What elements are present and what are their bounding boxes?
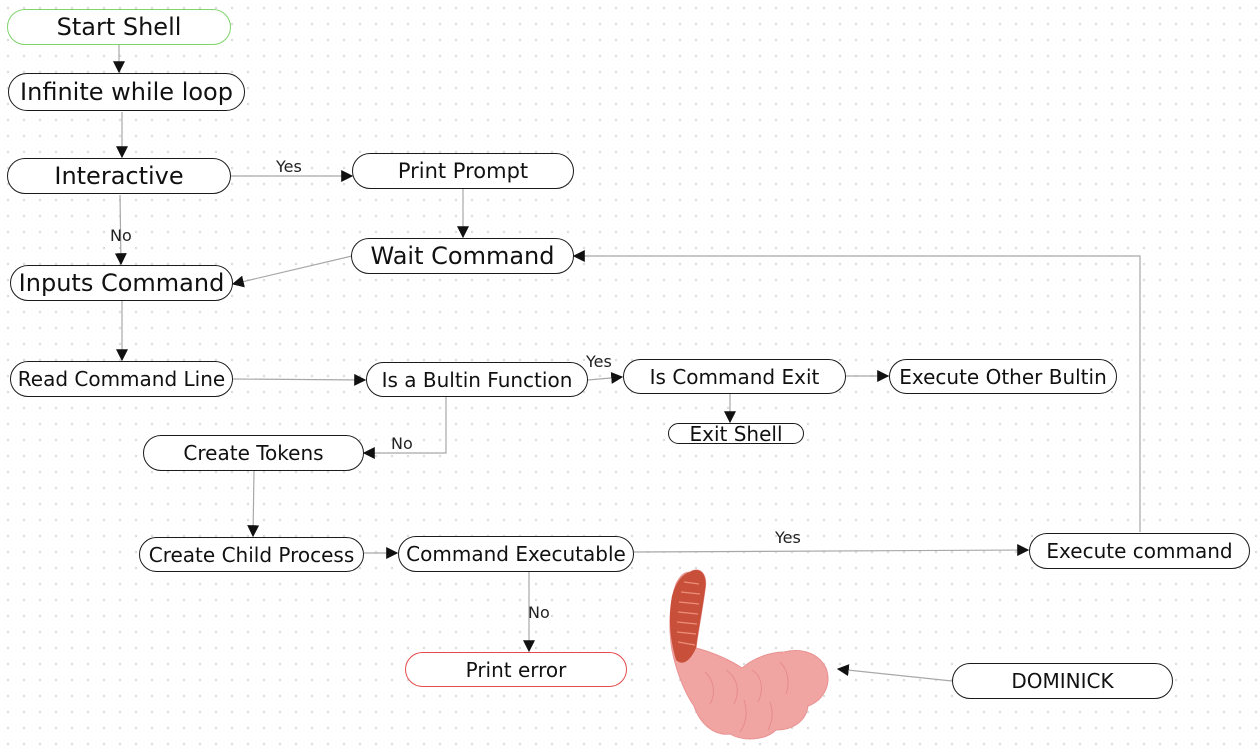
is-builtin-node[interactable]: Is a Bultin Function xyxy=(366,362,588,397)
edge-label-builtin-no: No xyxy=(391,434,413,453)
edge-read-to-builtin xyxy=(232,373,367,386)
start-shell-node[interactable]: Start Shell xyxy=(7,9,231,45)
interactive-node[interactable]: Interactive xyxy=(7,158,231,194)
exit-shell-node[interactable]: Exit Shell xyxy=(668,423,804,444)
worm-body xyxy=(669,569,829,740)
edge-tokens-to-child xyxy=(247,470,260,538)
is-command-exit-node[interactable]: Is Command Exit xyxy=(623,359,846,394)
edge-label-interactive-no: No xyxy=(110,226,132,245)
infinite-loop-node[interactable]: Infinite while loop xyxy=(8,73,245,111)
edge-execute-to-wait xyxy=(572,250,1141,532)
wait-command-label: Wait Command xyxy=(370,242,555,270)
print-prompt-node[interactable]: Print Prompt xyxy=(352,153,574,189)
print-prompt-label: Print Prompt xyxy=(397,158,529,183)
edge-label-interactive-yes: Yes xyxy=(276,157,302,176)
execute-other-builtin-node[interactable]: Execute Other Bultin xyxy=(889,359,1117,394)
interactive-label: Interactive xyxy=(54,162,184,190)
start-shell-label: Start Shell xyxy=(56,13,182,41)
wait-command-node[interactable]: Wait Command xyxy=(351,238,574,274)
print-error-label: Print error xyxy=(465,657,567,682)
edge-builtin-no xyxy=(362,397,447,459)
exit-shell-label: Exit Shell xyxy=(689,421,783,446)
create-child-process-node[interactable]: Create Child Process xyxy=(139,537,364,572)
command-executable-label: Command Executable xyxy=(406,542,626,566)
execute-command-label: Execute command xyxy=(1046,539,1233,563)
inputs-command-node[interactable]: Inputs Command xyxy=(10,265,233,301)
worm-head-stripes xyxy=(676,581,701,646)
edge-executable-yes xyxy=(633,544,1030,557)
edge-dominick-to-worm xyxy=(836,664,953,682)
command-executable-node[interactable]: Command Executable xyxy=(398,536,634,572)
create-child-process-label: Create Child Process xyxy=(148,542,355,567)
create-tokens-label: Create Tokens xyxy=(183,441,324,465)
infinite-loop-label: Infinite while loop xyxy=(20,78,233,106)
inputs-command-label: Inputs Command xyxy=(18,269,225,297)
edge-wait-to-inputs xyxy=(231,255,353,288)
read-command-line-label: Read Command Line xyxy=(17,367,226,391)
print-error-node[interactable]: Print error xyxy=(405,652,627,687)
create-tokens-node[interactable]: Create Tokens xyxy=(143,435,364,471)
is-command-exit-label: Is Command Exit xyxy=(649,364,820,389)
edge-builtin-yes xyxy=(587,371,624,384)
is-builtin-label: Is a Bultin Function xyxy=(381,367,573,392)
worm-segment-lines xyxy=(704,661,789,733)
edge-label-builtin-yes: Yes xyxy=(586,352,612,371)
worm-illustration xyxy=(669,569,829,740)
dominick-node[interactable]: DOMINICK xyxy=(952,663,1173,699)
edge-label-executable-no: No xyxy=(528,603,550,622)
read-command-line-node[interactable]: Read Command Line xyxy=(10,361,233,397)
dominick-label: DOMINICK xyxy=(1011,669,1114,693)
execute-other-builtin-label: Execute Other Bultin xyxy=(899,364,1107,389)
edge-label-executable-yes: Yes xyxy=(775,528,801,547)
execute-command-node[interactable]: Execute command xyxy=(1029,533,1250,569)
edge-interactive-no xyxy=(114,194,127,266)
